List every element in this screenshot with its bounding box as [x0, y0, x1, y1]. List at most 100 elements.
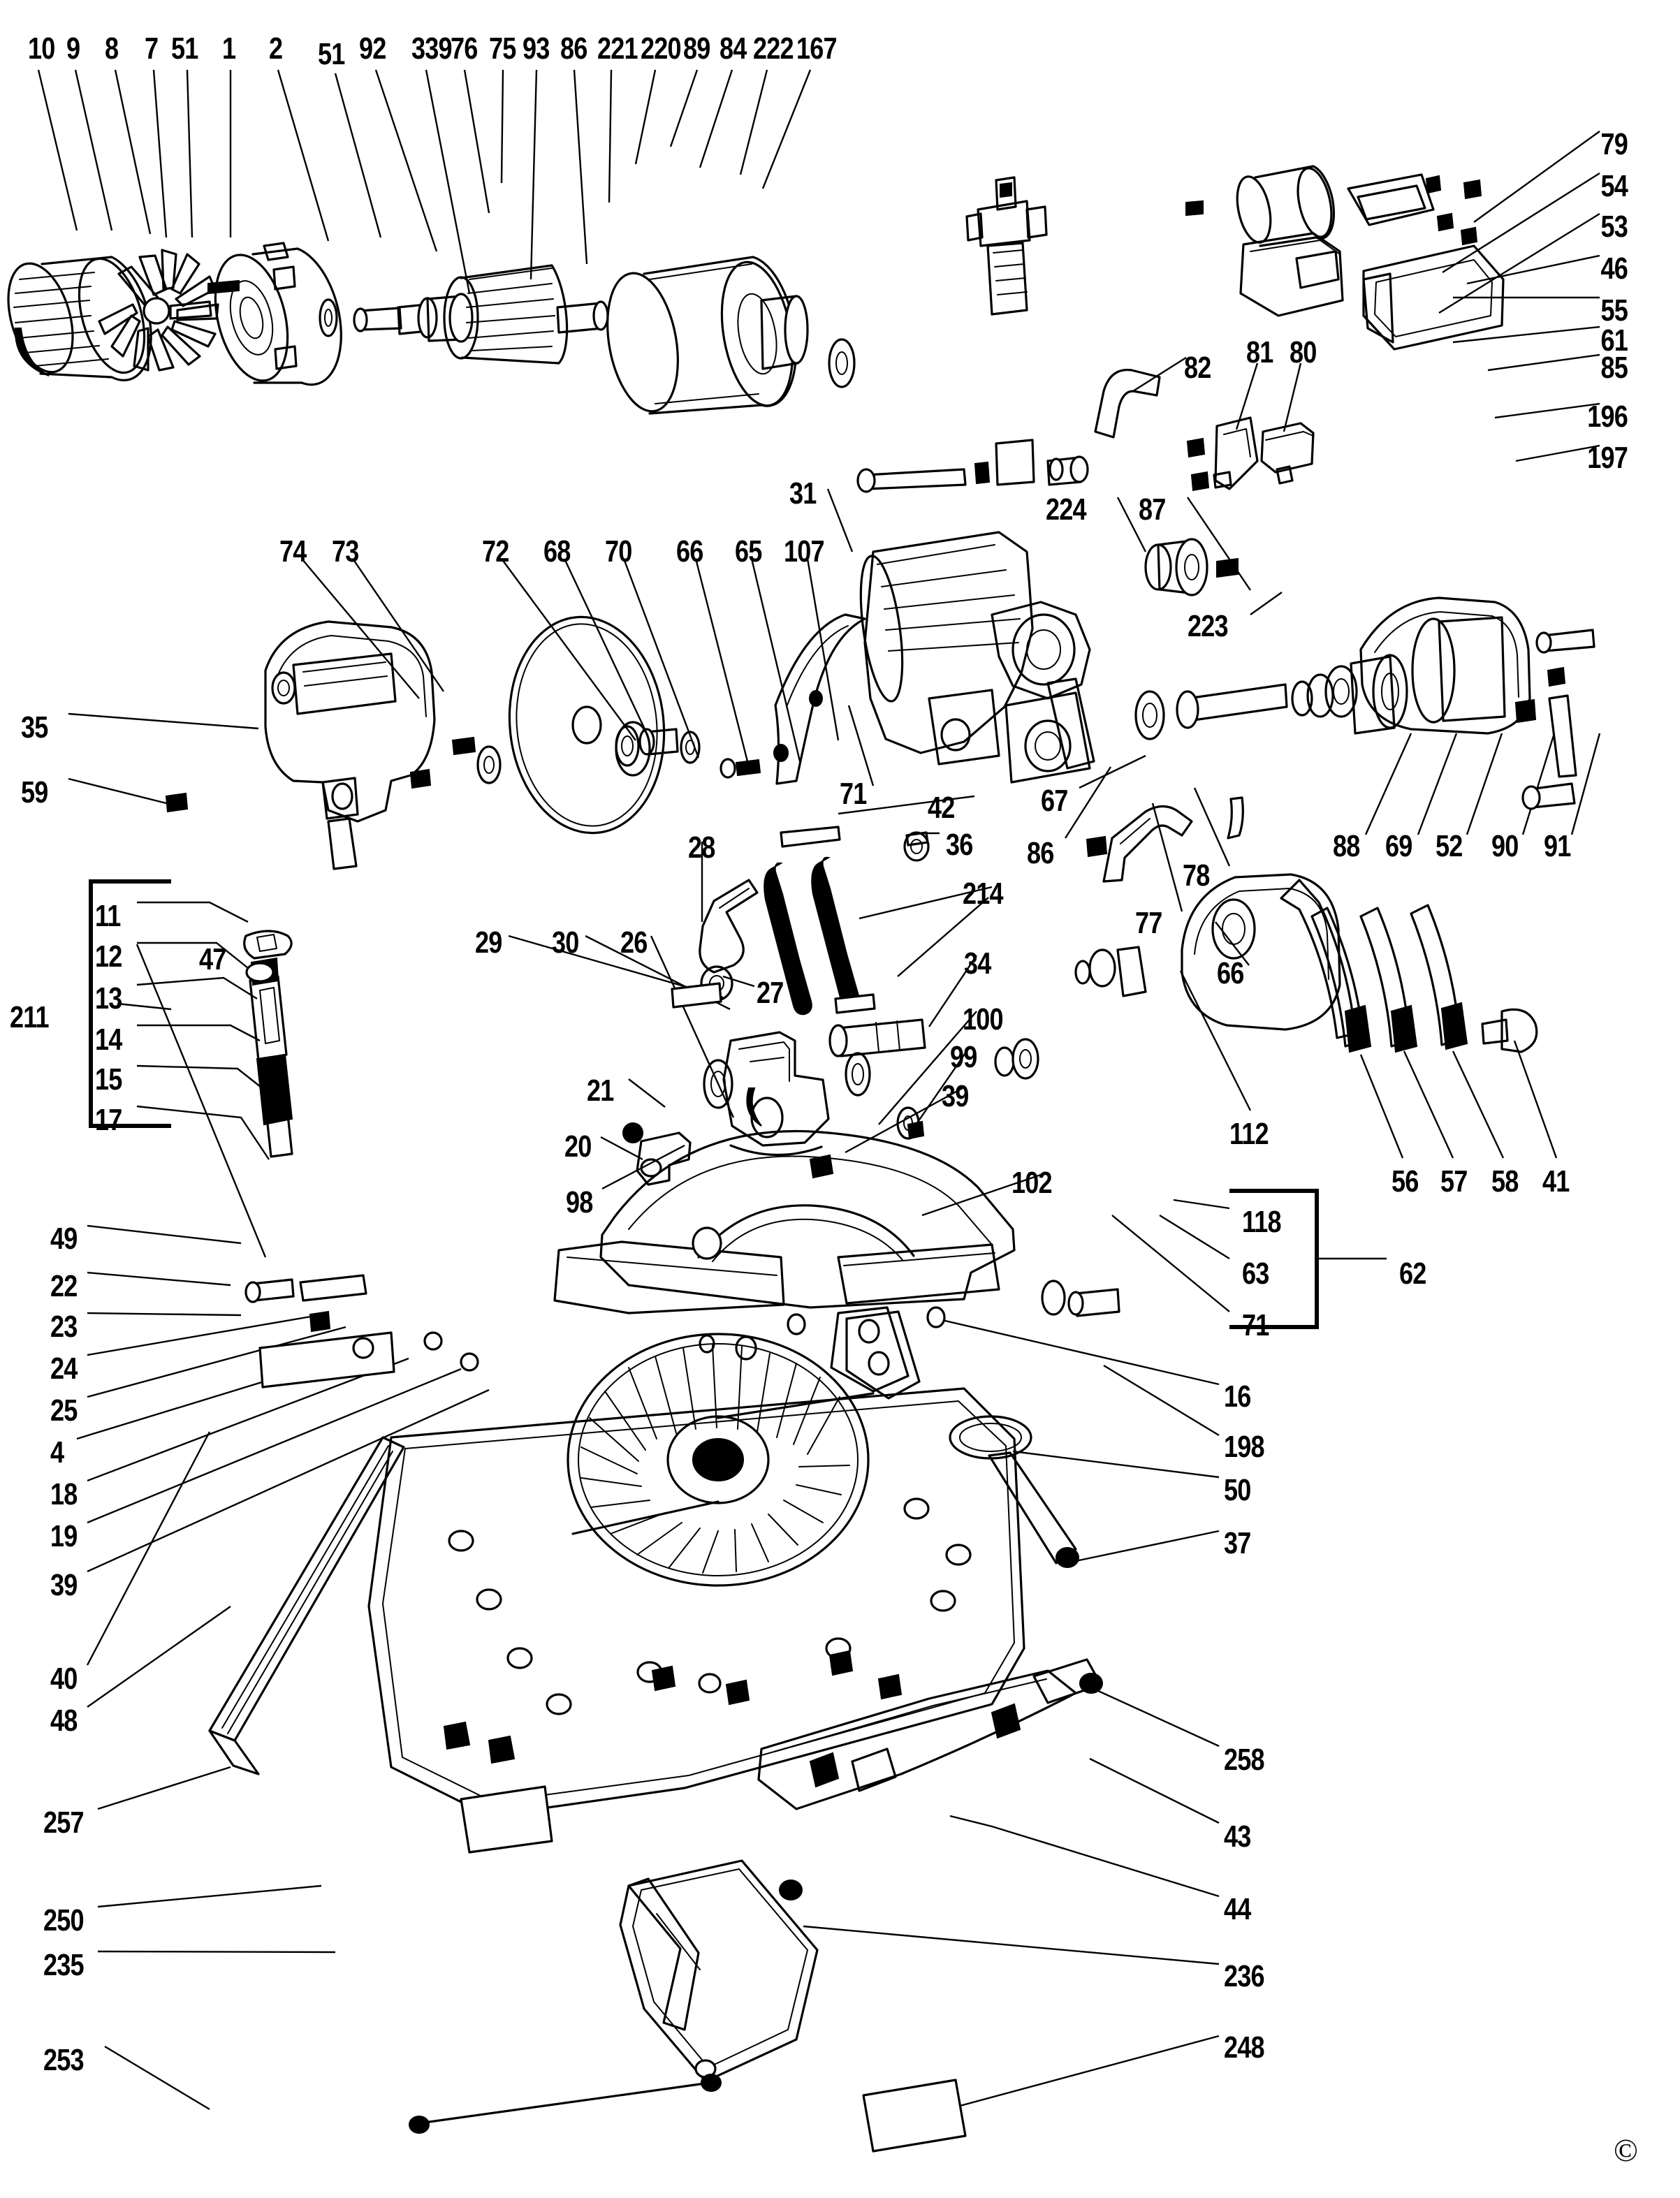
callout-339: 339 [411, 31, 453, 66]
part-rods [671, 982, 1039, 1140]
part-belt-cover [1359, 596, 1595, 810]
leader-lines-left [68, 712, 490, 2111]
part-brush-strips [1280, 879, 1538, 1053]
part-label-plate [862, 2079, 967, 2153]
callout-222: 222 [753, 31, 794, 66]
callout-43: 43 [1224, 1819, 1251, 1854]
callout-71b: 71 [1242, 1308, 1269, 1342]
callout-93: 93 [523, 31, 550, 66]
part-pivot-block [722, 1031, 830, 1157]
callout-79: 79 [1600, 127, 1628, 161]
callout-82: 82 [1184, 351, 1211, 385]
callout-167: 167 [796, 31, 838, 66]
callout-40: 40 [50, 1662, 78, 1696]
base-plate-studs [443, 1650, 903, 1764]
callout-250: 250 [43, 1903, 85, 1937]
leader-lines-right-lower [803, 1317, 1220, 2121]
callout-2: 2 [269, 31, 283, 66]
callout-66a: 66 [676, 534, 703, 569]
callout-248: 248 [1224, 2030, 1265, 2065]
callout-88: 88 [1333, 829, 1360, 863]
callout-30: 30 [552, 925, 579, 960]
callout-12: 12 [95, 939, 122, 974]
part-spindle-assembly [1134, 654, 1408, 740]
copyright-mark: © [1614, 2132, 1638, 2168]
callout-61: 61 [1600, 323, 1628, 358]
callout-27: 27 [757, 976, 784, 1010]
callout-112: 112 [1229, 1117, 1269, 1151]
callout-224: 224 [1046, 492, 1087, 527]
callout-78: 78 [1183, 858, 1210, 893]
callout-76: 76 [451, 31, 478, 66]
part-springs [764, 826, 930, 1016]
callout-98: 98 [566, 1185, 593, 1219]
callout-81: 81 [1246, 335, 1273, 369]
part-switch-and-screws [856, 176, 1204, 493]
part-left-housing [165, 620, 436, 870]
callout-39a: 39 [942, 1079, 969, 1113]
callout-25: 25 [50, 1393, 78, 1428]
callout-253: 253 [43, 2043, 85, 2077]
callout-29: 29 [475, 925, 502, 960]
callout-21: 21 [587, 1074, 614, 1108]
callout-197: 197 [1587, 441, 1628, 475]
callout-36: 36 [946, 828, 973, 862]
callout-72: 72 [482, 534, 509, 569]
callout-39b: 39 [50, 1568, 78, 1602]
part-lever-77 [1086, 796, 1244, 883]
callout-53: 53 [1600, 210, 1628, 244]
part-bearing-51-right [828, 338, 856, 388]
callout-66b: 66 [1217, 956, 1244, 990]
callout-107: 107 [784, 534, 825, 569]
callout-7: 7 [145, 31, 159, 66]
callout-34: 34 [964, 946, 991, 981]
callout-58: 58 [1491, 1164, 1519, 1199]
part-bracket-107 [773, 613, 866, 785]
callout-46: 46 [1600, 251, 1628, 286]
callout-18: 18 [50, 1477, 78, 1511]
callout-4: 4 [50, 1435, 64, 1470]
callout-54: 54 [1600, 169, 1628, 203]
callout-50: 50 [1224, 1473, 1251, 1507]
callout-221: 221 [597, 31, 638, 66]
callout-89: 89 [683, 31, 710, 66]
callout-47: 47 [199, 942, 226, 976]
callout-49: 49 [50, 1222, 78, 1256]
leader-lines-bracket-group [136, 901, 270, 1258]
part-flange-73-74 [451, 736, 502, 784]
bracket-211 [89, 879, 171, 1128]
part-handle-grip [1094, 368, 1161, 439]
callout-71a: 71 [840, 777, 867, 811]
callout-75: 75 [489, 31, 516, 66]
callout-28: 28 [688, 830, 715, 865]
callout-198: 198 [1224, 1430, 1265, 1464]
callout-211: 211 [10, 1000, 50, 1034]
callout-23: 23 [50, 1310, 78, 1344]
callout-52: 52 [1436, 829, 1463, 863]
part-washers-screws-motor [207, 279, 402, 337]
callout-59: 59 [21, 775, 48, 809]
callout-55: 55 [1600, 293, 1628, 328]
callout-65: 65 [735, 534, 762, 569]
callout-67: 67 [1041, 784, 1068, 818]
callout-1: 1 [222, 31, 236, 66]
callout-70: 70 [605, 534, 632, 569]
part-brush-holder [214, 242, 342, 386]
part-rod-253 [409, 2074, 722, 2134]
callout-16: 16 [1224, 1379, 1251, 1414]
leader-lines-top [37, 69, 812, 294]
callout-236: 236 [1224, 1959, 1265, 1993]
callout-31: 31 [789, 476, 817, 511]
part-base-plate [208, 1387, 1025, 1854]
leader-lines-right [1438, 131, 1600, 462]
part-switch-block-80 [1186, 422, 1315, 492]
callout-214: 214 [963, 877, 1004, 911]
part-dust-bag [619, 1859, 819, 2083]
callout-41: 41 [1542, 1164, 1570, 1199]
callout-14: 14 [95, 1023, 122, 1057]
part-fence [757, 1658, 1103, 1810]
part-switch-plate-81 [1213, 416, 1259, 490]
part-left-small-bits [244, 1274, 479, 1389]
callout-69: 69 [1385, 829, 1412, 863]
